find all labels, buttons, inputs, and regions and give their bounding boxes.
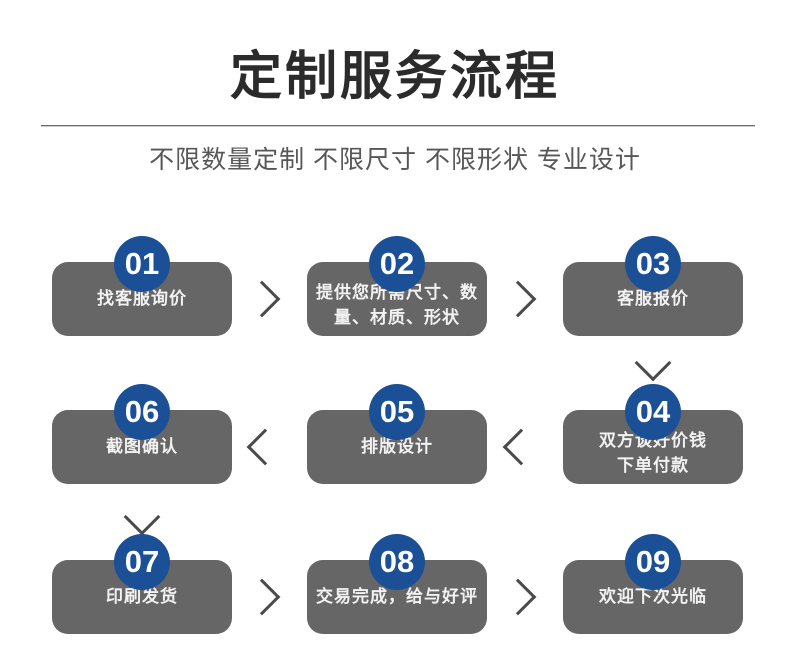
step-number-badge-09: 09 [625, 534, 681, 590]
header: 定制服务流程 不限数量定制 不限尺寸 不限形状 专业设计 [0, 0, 790, 190]
header-divider [41, 125, 755, 127]
chevron-down-icon-03-04 [634, 344, 672, 382]
chevron-left-icon-04-05 [502, 428, 540, 466]
chevron-right-icon-02-03 [499, 280, 537, 318]
step-number-badge-07: 07 [114, 534, 170, 590]
step-label-04: 双方谈好价钱下单付款 [599, 431, 707, 475]
flow-step-01[interactable]: 01 找客服询价 [52, 236, 232, 336]
chevron-right-icon-08-09 [499, 578, 537, 616]
chevron-down-icon-06-07 [123, 498, 161, 536]
step-number-badge-05: 05 [369, 384, 425, 440]
step-label-02: 提供您所需尺寸、数量、材质、形状 [316, 283, 478, 327]
step-label-01: 找客服询价 [97, 289, 187, 308]
step-label-06: 截图确认 [106, 437, 178, 456]
step-number-badge-03: 03 [625, 236, 681, 292]
step-label-09: 欢迎下次光临 [599, 587, 707, 606]
page-title: 定制服务流程 [229, 48, 560, 106]
step-number-badge-08: 08 [369, 534, 425, 590]
step-label-08: 交易完成，给与好评 [316, 587, 478, 606]
step-label-03: 客服报价 [617, 289, 689, 308]
step-number-badge-02: 02 [369, 236, 425, 292]
flow-step-05[interactable]: 05 排版设计 [307, 384, 487, 484]
flow-step-07[interactable]: 07 印刷发货 [52, 534, 232, 634]
step-label-05: 排版设计 [361, 437, 433, 456]
chevron-left-icon-05-06 [246, 428, 284, 466]
chevron-right-icon-01-02 [243, 280, 281, 318]
step-number-badge-04: 04 [625, 384, 681, 440]
flow-step-04[interactable]: 04 双方谈好价钱下单付款 [563, 384, 743, 484]
step-number-badge-06: 06 [114, 384, 170, 440]
flow-step-06[interactable]: 06 截图确认 [52, 384, 232, 484]
page-subtitle: 不限数量定制 不限尺寸 不限形状 专业设计 [149, 146, 641, 174]
flow-step-08[interactable]: 08 交易完成，给与好评 [307, 534, 487, 634]
flow-step-03[interactable]: 03 客服报价 [563, 236, 743, 336]
flow-step-02[interactable]: 02 提供您所需尺寸、数量、材质、形状 [307, 236, 487, 336]
flow-step-09[interactable]: 09 欢迎下次光临 [563, 534, 743, 634]
step-number-badge-01: 01 [114, 236, 170, 292]
step-label-07: 印刷发货 [106, 587, 178, 606]
chevron-right-icon-07-08 [243, 578, 281, 616]
